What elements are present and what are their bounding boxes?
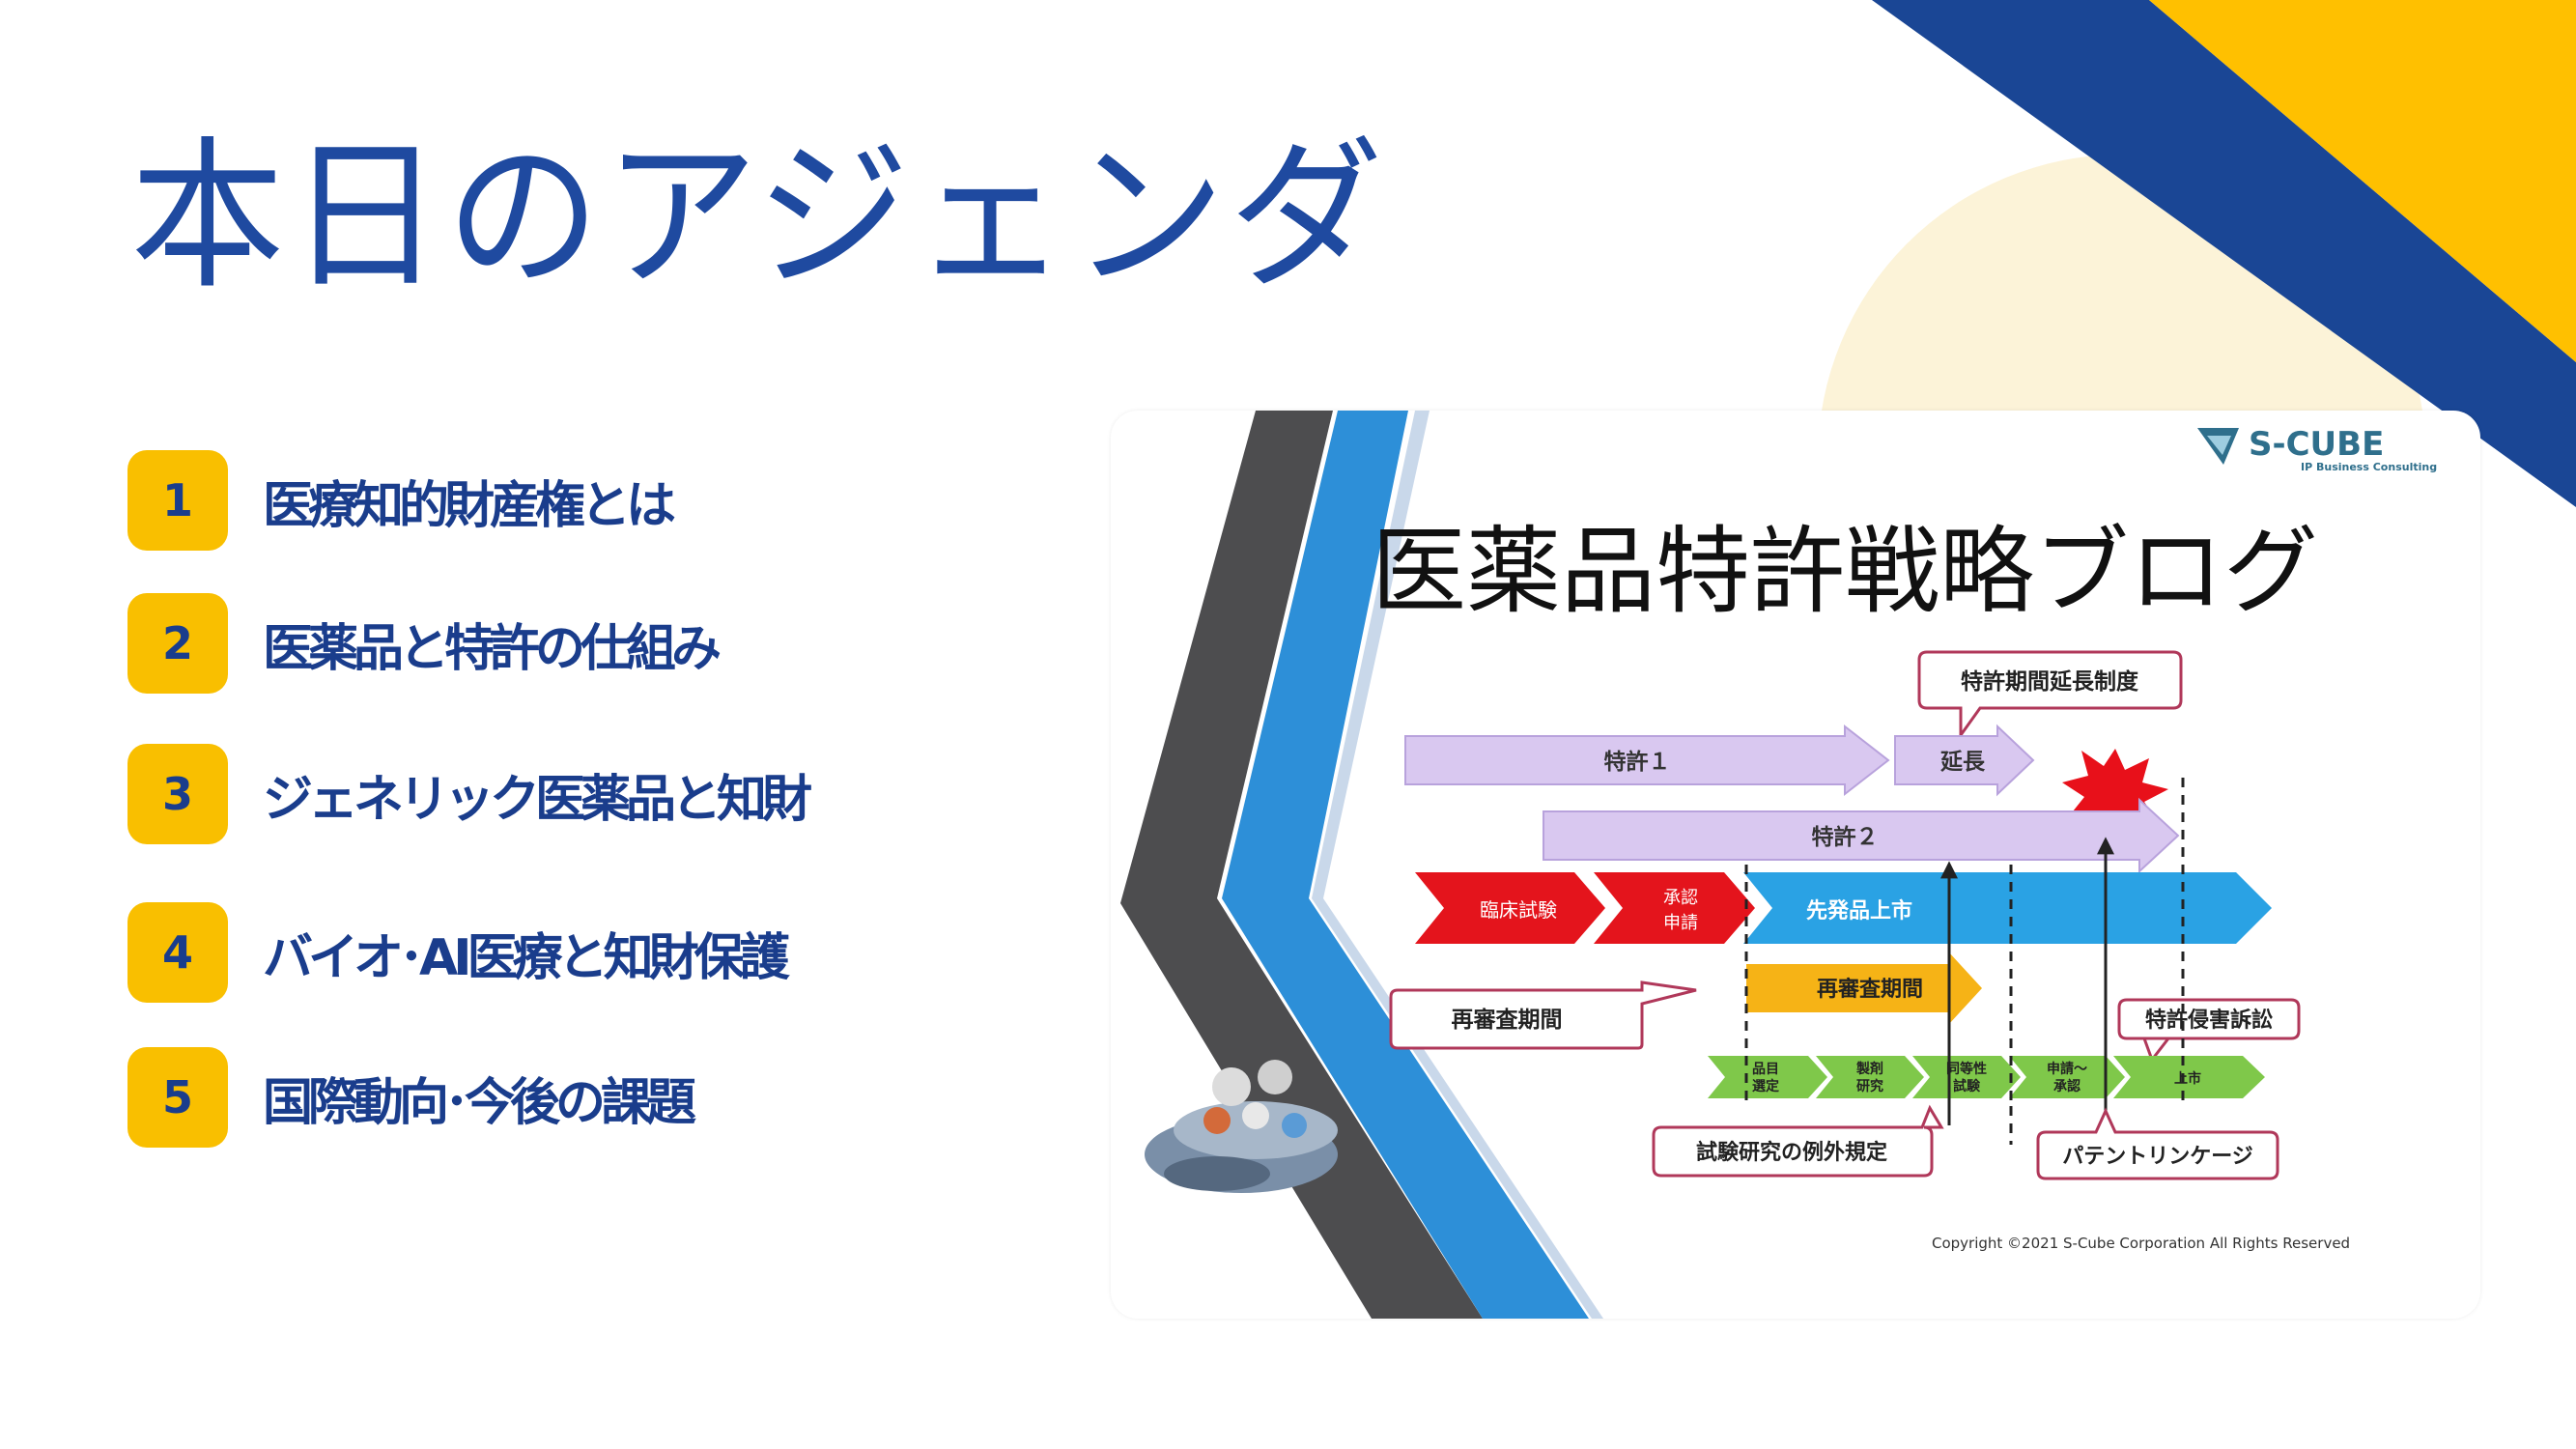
patent1-label: 特許１ xyxy=(1604,749,1671,775)
reexam-arrow xyxy=(1746,952,1982,1024)
agenda-item-3[interactable]: 3 ジェネリック医薬品と知財 xyxy=(127,744,812,844)
patent2-arrow xyxy=(1543,797,2180,874)
agenda-number-badge: 2 xyxy=(127,593,228,694)
logo-tagline: IP Business Consulting xyxy=(2301,461,2437,473)
s-cube-logo: S-CUBE IP Business Consulting xyxy=(2197,425,2437,473)
agenda-item-1[interactable]: 1 医療知的財産権とは xyxy=(127,450,676,551)
svg-text:申請～: 申請～ xyxy=(2047,1061,2087,1077)
extension-arrow xyxy=(1894,724,2035,797)
patent2-label: 特許２ xyxy=(1812,824,1879,850)
agenda-item-label: 医療知的財産権とは xyxy=(263,476,676,535)
svg-text:試験: 試験 xyxy=(1953,1078,1981,1094)
svg-text:臨床試験: 臨床試験 xyxy=(1480,898,1557,922)
exception-callout: 試験研究の例外規定 xyxy=(1652,1104,1944,1178)
svg-text:特許期間延長制度: 特許期間延長制度 xyxy=(1961,668,2139,695)
blog-heading: 医薬品特許戦略ブログ xyxy=(1372,517,2318,627)
svg-text:再審査期間: 再審査期間 xyxy=(1452,1007,1563,1033)
extension-system-callout: 特許期間延長制度 xyxy=(1917,650,2183,740)
agenda-number-badge: 1 xyxy=(127,450,228,551)
agenda-number-badge: 5 xyxy=(127,1047,228,1148)
blog-diagram: S-CUBE IP Business Consulting 医薬品特許戦略ブログ… xyxy=(1120,411,2437,1319)
svg-text:承認: 承認 xyxy=(2053,1078,2081,1094)
svg-text:パテントリンケージ: パテントリンケージ xyxy=(2062,1145,2253,1169)
agenda-item-label: ジェネリック医薬品と知財 xyxy=(263,770,812,829)
agenda-item-label: 国際動向･今後の課題 xyxy=(263,1073,696,1132)
copyright-text: Copyright ©2021 S-Cube Corporation All R… xyxy=(1932,1235,2350,1252)
pill-pack-image xyxy=(1145,1060,1338,1193)
agenda-item-2[interactable]: 2 医薬品と特許の仕組み xyxy=(127,593,722,694)
svg-text:選定: 選定 xyxy=(1752,1078,1779,1094)
svg-text:試験研究の例外規定: 試験研究の例外規定 xyxy=(1696,1140,1887,1165)
svg-text:研究: 研究 xyxy=(1856,1078,1883,1094)
svg-text:同等性: 同等性 xyxy=(1946,1061,1987,1077)
linkage-callout: パテントリンケージ xyxy=(2036,1107,2279,1180)
svg-text:申請: 申請 xyxy=(1663,913,1698,933)
svg-text:先発品上市: 先発品上市 xyxy=(1806,898,1912,923)
svg-text:品目: 品目 xyxy=(1752,1062,1779,1077)
original-launch-arrow xyxy=(1743,872,2272,944)
patent1-arrow xyxy=(1404,724,1890,797)
svg-text:上市: 上市 xyxy=(2174,1070,2201,1087)
logo-name: S-CUBE xyxy=(2249,425,2384,464)
blue-stripe xyxy=(1222,411,1589,1319)
approval-arrow xyxy=(1594,872,1755,944)
infringement-callout: 特許侵害訴訟 xyxy=(2117,998,2301,1064)
svg-text:承認: 承認 xyxy=(1663,888,1698,908)
agenda-number-badge: 4 xyxy=(127,902,228,1003)
page-title: 本日のアジェンダ xyxy=(130,122,1387,311)
agenda-number-badge: 3 xyxy=(127,744,228,844)
gray-stripe xyxy=(1120,411,1483,1319)
agenda-item-label: 医薬品と特許の仕組み xyxy=(263,619,722,678)
agenda-item-label: バイオ･AI医療と知財保護 xyxy=(263,928,790,987)
agenda-item-5[interactable]: 5 国際動向･今後の課題 xyxy=(127,1047,696,1148)
svg-text:再審査期間: 再審査期間 xyxy=(1817,977,1923,1002)
svg-text:特許侵害訴訟: 特許侵害訴訟 xyxy=(2145,1008,2273,1033)
reexam-callout: 再審査期間 xyxy=(1389,980,1697,1050)
agenda-item-4[interactable]: 4 バイオ･AI医療と知財保護 xyxy=(127,902,790,1003)
blog-thumbnail[interactable]: S-CUBE IP Business Consulting 医薬品特許戦略ブログ… xyxy=(1111,411,2480,1319)
extension-label: 延長 xyxy=(1939,750,1986,775)
clinical-trial-arrow xyxy=(1415,872,1605,944)
svg-text:製剤: 製剤 xyxy=(1855,1061,1883,1077)
